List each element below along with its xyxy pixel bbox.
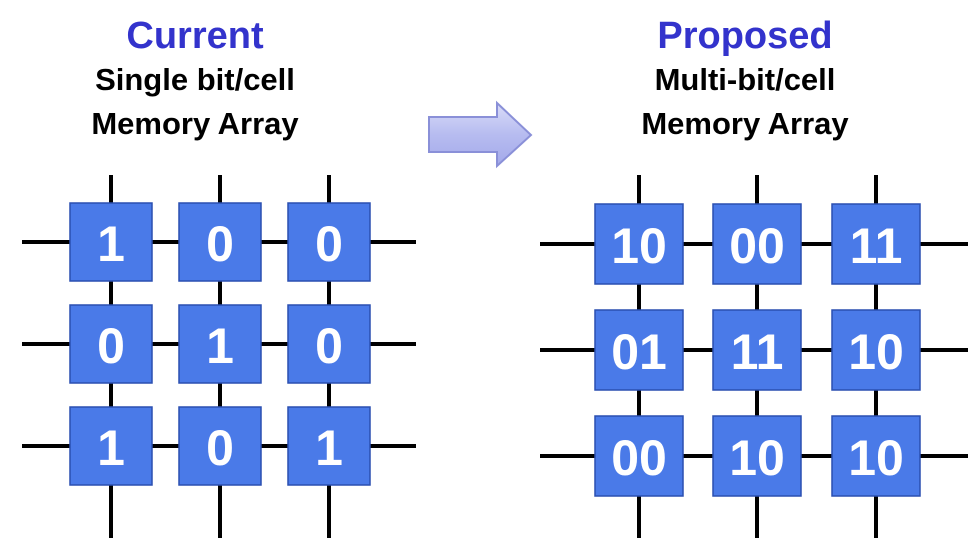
current-cell: 1 [287, 406, 371, 486]
current-memory-array: 1 0 0 0 1 0 1 0 1 [22, 175, 416, 538]
proposed-cell-box [594, 203, 684, 285]
current-cell-value: 0 [315, 216, 343, 272]
proposed-cell-value: 10 [729, 430, 785, 486]
proposed-cell-box [594, 415, 684, 497]
current-cell-value: 0 [97, 318, 125, 374]
current-cell-value: 1 [97, 420, 125, 476]
proposed-cell-value: 10 [848, 430, 904, 486]
proposed-cell-box [831, 415, 921, 497]
current-cell-value: 1 [315, 420, 343, 476]
current-cell: 1 [69, 406, 153, 486]
proposed-cell-value: 00 [729, 218, 785, 274]
current-cell-box [178, 406, 262, 486]
current-cell-value: 1 [97, 216, 125, 272]
current-cell-value: 0 [206, 420, 234, 476]
proposed-cell: 10 [831, 415, 921, 497]
current-cell: 0 [287, 202, 371, 282]
current-cell-value: 0 [315, 318, 343, 374]
current-cell-box [287, 304, 371, 384]
current-cell-value: 0 [206, 216, 234, 272]
proposed-heading: Proposed Multi-bit/cell Memory Array [590, 14, 900, 146]
current-cell-box [69, 202, 153, 282]
proposed-cell-value: 11 [731, 324, 784, 380]
proposed-cell-box [831, 203, 921, 285]
current-subtitle-line1: Single bit/cell [95, 62, 295, 97]
proposed-subtitle-line2: Memory Array [641, 106, 849, 141]
proposed-cell-value: 10 [848, 324, 904, 380]
current-title: Current [126, 15, 264, 57]
current-cell-box [178, 304, 262, 384]
current-cell: 0 [178, 406, 262, 486]
current-heading: Current Single bit/cell Memory Array [40, 14, 350, 146]
proposed-memory-array: 10 00 11 01 11 10 00 10 10 [540, 175, 968, 538]
current-cell-box [287, 202, 371, 282]
current-cell: 1 [69, 202, 153, 282]
proposed-subtitle-line1: Multi-bit/cell [654, 62, 836, 97]
right-arrow-icon [428, 100, 533, 169]
proposed-cell: 00 [712, 203, 802, 285]
proposed-cell-value: 00 [611, 430, 667, 486]
proposed-cell-value: 10 [611, 218, 667, 274]
proposed-cell-box [712, 203, 802, 285]
current-cell-box [287, 406, 371, 486]
proposed-cell-box [712, 415, 802, 497]
current-cell: 0 [287, 304, 371, 384]
current-cell: 0 [178, 202, 262, 282]
proposed-cell-box [831, 309, 921, 391]
current-cell-box [69, 406, 153, 486]
proposed-cell: 11 [712, 309, 802, 391]
proposed-title: Proposed [657, 15, 833, 57]
proposed-cell-box [712, 309, 802, 391]
current-cell-box [178, 202, 262, 282]
proposed-cell-value: 01 [611, 324, 667, 380]
proposed-cell-value: 11 [850, 218, 903, 274]
proposed-cell-box [594, 309, 684, 391]
current-cell: 0 [69, 304, 153, 384]
current-cell-box [69, 304, 153, 384]
proposed-cell: 10 [831, 309, 921, 391]
current-subtitle-line2: Memory Array [91, 106, 299, 141]
proposed-cell: 11 [831, 203, 921, 285]
proposed-cell: 00 [594, 415, 684, 497]
proposed-cell: 01 [594, 309, 684, 391]
proposed-cell: 10 [594, 203, 684, 285]
proposed-cell: 10 [712, 415, 802, 497]
current-cell: 1 [178, 304, 262, 384]
current-cell-value: 1 [206, 318, 234, 374]
